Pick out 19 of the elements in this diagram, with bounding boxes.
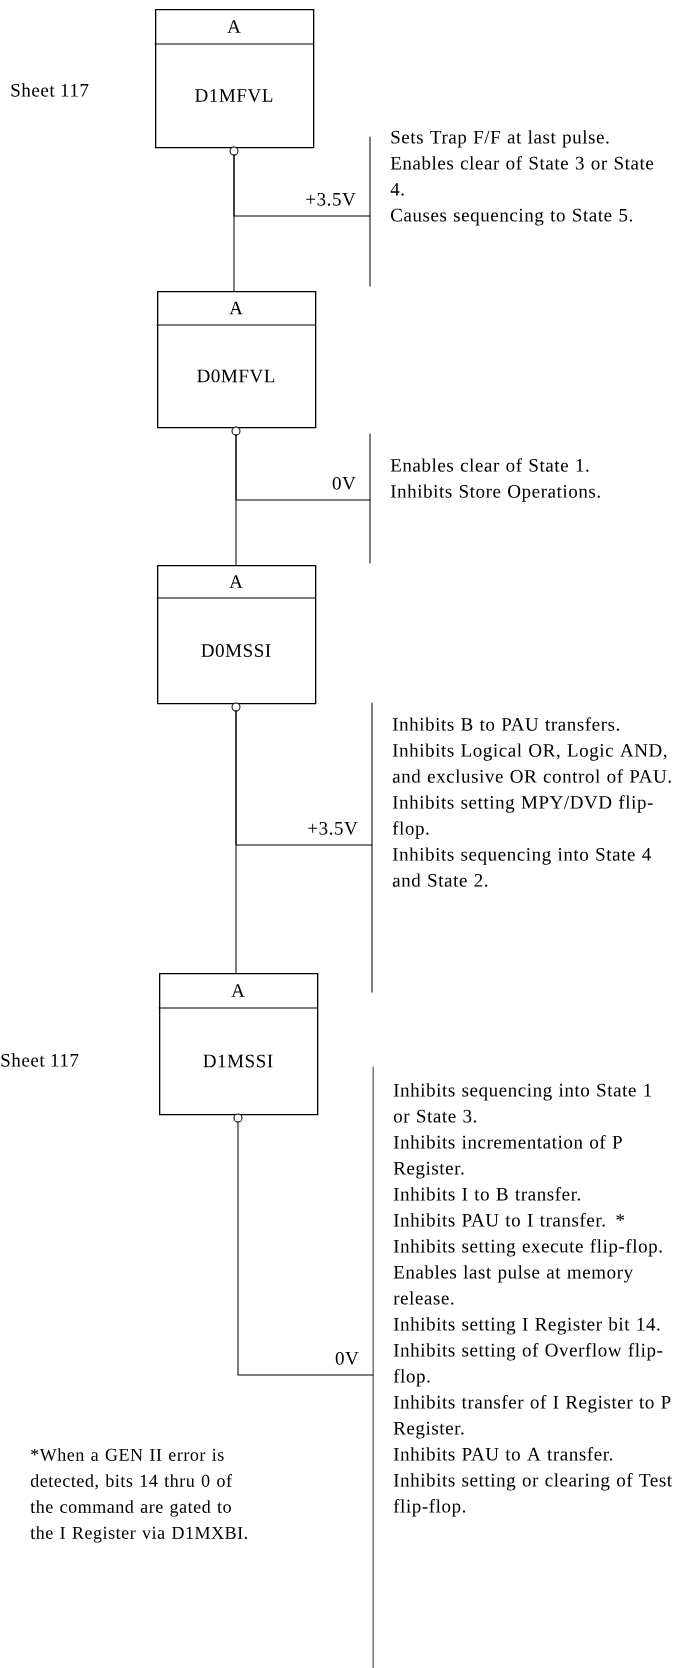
logic-box: A D0MFVL [156,291,317,436]
connector-line [237,1121,374,1376]
footnote-text: *When a GEN II error is detected, bits 14 thru 0 of the command are gated to the I Register via D1MXBI. [30,1448,247,1543]
logic-box: A D0MSSI [156,565,317,712]
logic-box: A D1MSSI [158,973,319,1123]
voltage-label: +3.5V [305,819,360,837]
connector-line [235,710,373,846]
voltage-label: +3.5V [303,190,358,208]
connector-line [233,154,371,217]
sheet-reference: Sheet 117 [11,83,89,97]
voltage-label: 0V [333,1349,361,1367]
note-block: Inhibits B to PAU transfers. Inhibits Logical OR, Logic AND, and exclusive OR control of PAU. Inhibits setting MPY/DVD flip-flop. Inhibits sequencing into State 4 and State 2. [371,702,671,993]
voltage-label: 0V [330,474,358,492]
logic-box: A D1MFVL [154,9,315,156]
sheet-reference: Sheet 117 [1,1053,79,1067]
connector-line [235,434,371,501]
note-block: Sets Trap F/F at last pulse. Enables clear of State 3 or State 4. Causes sequencing to State 5. [369,130,654,287]
note-block: Inhibits sequencing into State 1 or State 3. Inhibits incrementation of P Register. Inhibits I to B transfer. Inhibits PAU to I transfer. * Inhibits setting execute flip-flop. Enables last pulse at memory release. Inhibits setting I Register bit 14. Inhibits setting of Overflow flip-flop. Inhibits transfer of I Register to P Register. Inhibits PAU to A transfer. Inhibits setting or clearing of Test flip-flop. [372,1066,672,1668]
note-block: Enables clear of State 1. Inhibits Store Operations. [369,433,600,564]
